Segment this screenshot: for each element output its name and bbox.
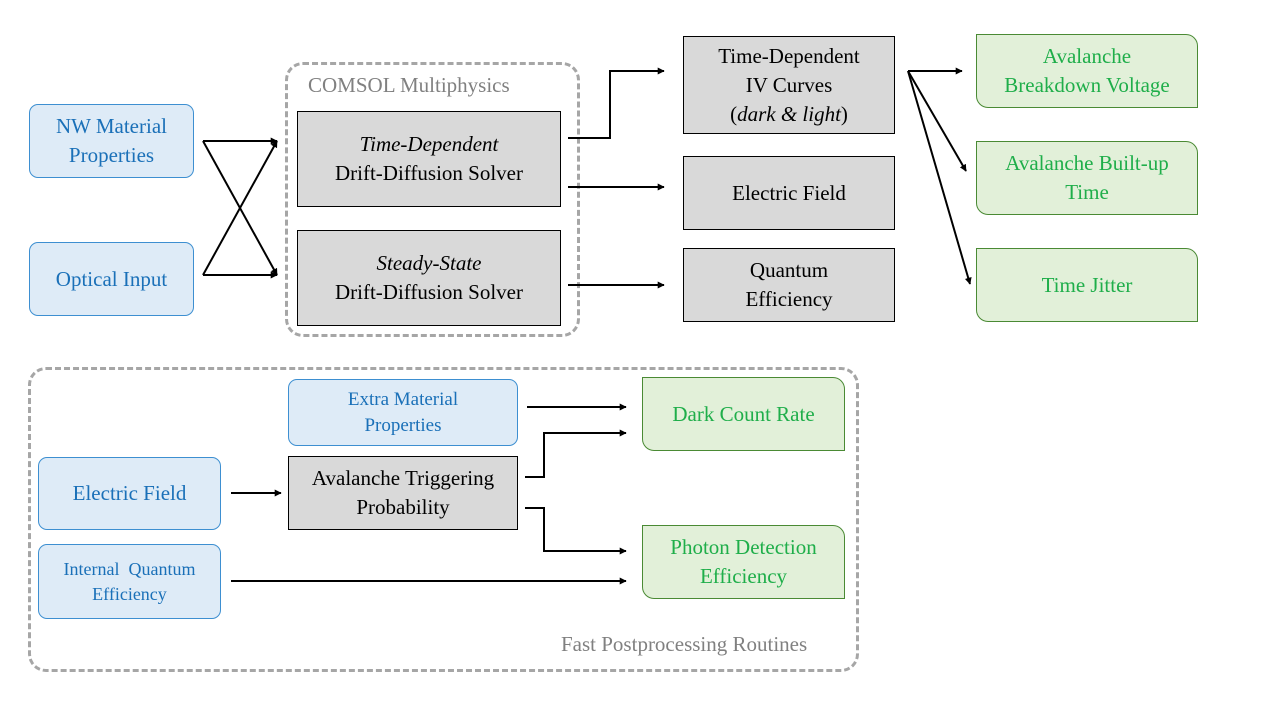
iv-amp: & — [775, 101, 803, 126]
nw-material-line2: Properties — [68, 143, 155, 167]
iv-curves-line2: IV Curves — [745, 72, 833, 97]
builtup-time-box: Avalanche Built-up Time — [976, 141, 1198, 215]
arrow-triggering-to-photon-detection — [525, 507, 627, 555]
builtup-time-line2: Time — [1065, 180, 1109, 204]
postprocessing-group — [28, 367, 859, 672]
arrow-iv-to-builtup — [907, 70, 967, 172]
extra-material-properties-box: Extra Material Properties — [288, 379, 518, 446]
optical-input-label: Optical Input — [55, 266, 168, 291]
quantum-efficiency-line1: Quantum — [749, 258, 829, 282]
time-jitter-box: Time Jitter — [976, 248, 1198, 322]
dark-count-rate-box: Dark Count Rate — [642, 377, 845, 451]
photon-detection-line2: Efficiency — [699, 564, 788, 588]
photon-detection-line1: Photon Detection — [670, 535, 817, 559]
steady-state-solver-box: Steady-State Drift-Diffusion Solver — [297, 230, 561, 326]
electric-field-input-box: Electric Field — [38, 457, 221, 530]
electric-field-output-box: Electric Field — [683, 156, 895, 230]
avalanche-triggering-line1: Avalanche Triggering — [311, 466, 495, 490]
arrow-iv-to-jitter — [907, 70, 972, 285]
avalanche-triggering-line2: Probability — [356, 495, 450, 519]
arrow-triggering-to-dark-count — [525, 429, 627, 478]
iv-dark: dark — [737, 101, 776, 126]
iv-paren-open: ( — [730, 101, 738, 126]
quantum-efficiency-line2: Efficiency — [745, 287, 833, 311]
postprocessing-group-label: Fast Postprocessing Routines — [561, 632, 808, 656]
iv-paren-close: ) — [840, 101, 848, 126]
nw-material-line1: NW Material — [56, 114, 167, 138]
avalanche-triggering-box: Avalanche Triggering Probability — [288, 456, 518, 530]
electric-field-input-label: Electric Field — [72, 481, 187, 505]
internal-qe-box: Internal Quantum Efficiency — [38, 544, 221, 619]
optical-input-box: Optical Input — [29, 242, 194, 316]
extra-material-line2: Properties — [364, 414, 442, 436]
time-dependent-solver-line2: Drift-Diffusion Solver — [334, 161, 523, 185]
breakdown-voltage-line1: Avalanche — [1042, 44, 1132, 68]
iv-curves-line3: (dark & light) — [730, 100, 848, 129]
builtup-time-line1: Avalanche Built-up — [1005, 151, 1169, 175]
breakdown-voltage-box: Avalanche Breakdown Voltage — [976, 34, 1198, 108]
steady-state-solver-line2: Drift-Diffusion Solver — [334, 280, 523, 304]
electric-field-output-label: Electric Field — [732, 180, 846, 205]
quantum-efficiency-box: Quantum Efficiency — [683, 248, 895, 322]
comsol-group-label: COMSOL Multiphysics — [308, 73, 510, 97]
time-dependent-solver-box: Time-Dependent Drift-Diffusion Solver — [297, 111, 561, 207]
dark-count-rate-label: Dark Count Rate — [672, 401, 815, 426]
nw-material-properties-box: NW Material Properties — [29, 104, 194, 178]
comsol-group — [285, 62, 580, 337]
time-dependent-solver-line1: Time-Dependent — [359, 132, 499, 156]
steady-state-solver-line1: Steady-State — [376, 251, 482, 275]
arrow-solver-to-iv-curves — [568, 67, 665, 139]
arrow-optical-to-time-dependent — [202, 140, 278, 276]
photon-detection-box: Photon Detection Efficiency — [642, 525, 845, 599]
time-jitter-label: Time Jitter — [1041, 272, 1133, 297]
iv-curves-line1: Time-Dependent — [718, 43, 860, 68]
internal-qe-line2: Efficiency — [92, 583, 167, 604]
iv-curves-box: Time-Dependent IV Curves (dark & light) — [683, 36, 895, 134]
internal-qe-line1: Internal Quantum — [63, 558, 196, 579]
iv-light: light — [802, 101, 841, 126]
breakdown-voltage-line2: Breakdown Voltage — [1004, 73, 1170, 97]
extra-material-line1: Extra Material — [347, 388, 459, 410]
